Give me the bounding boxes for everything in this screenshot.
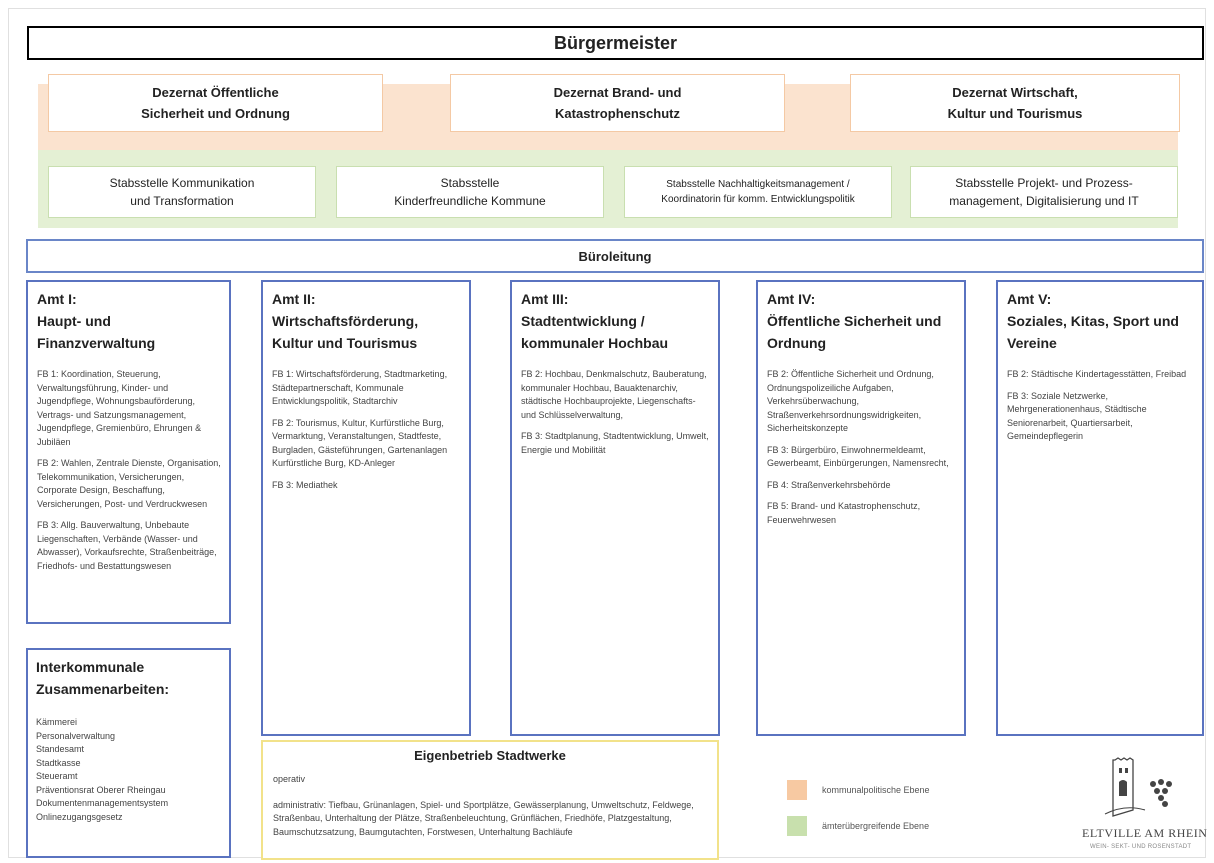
interkommunal-item: Steueramt [36, 771, 78, 781]
fb-text: FB 4: Straßenverkehrsbehörde [767, 479, 891, 490]
fb-text: FB 3: Soziale Netzwerke, Mehrgeneratione… [1007, 390, 1147, 442]
bueroleitung-label: Büroleitung [578, 248, 652, 264]
amt-5-box: Amt V: Soziales, Kitas, Sport und Verein… [996, 280, 1204, 736]
logo-name: ELTVILLE AM RHEIN [1082, 826, 1208, 840]
eltville-logo-icon [1095, 752, 1187, 820]
fb-text: FB 1: Wirtschaftsförderung, Stadtmarketi… [272, 369, 448, 406]
interkommunal-item: Onlinezugangsgesetz [36, 811, 123, 822]
legend-orange-label: kommunalpolitische Ebene [822, 785, 930, 795]
stabsstelle-nachhaltigkeit: Stabsstelle Nachhaltigkeitsmanagement / … [624, 166, 892, 218]
amt-title: Amt II: Wirtschaftsförderung, Kultur und… [272, 291, 419, 351]
amt-4-box: Amt IV: Öffentliche Sicherheit und Ordnu… [756, 280, 966, 736]
stabsstelle-projekt-prozess: Stabsstelle Projekt- und Prozess- manage… [910, 166, 1178, 218]
stabsstelle-label: Stabsstelle Kinderfreundliche Kommune [394, 176, 546, 208]
interkommunale-zusammenarbeit-box: Interkommunale Zusammenarbeiten: Kämmere… [26, 648, 231, 858]
fb-text: FB 2: Städtische Kindertagesstätten, Fre… [1007, 369, 1187, 379]
amt-title: Amt V: Soziales, Kitas, Sport und Verein… [1007, 291, 1179, 351]
fb-text: FB 3: Allg. Bauverwaltung, Unbebaute Lie… [37, 520, 217, 571]
dezernat-wirtschaft-kultur-tourismus: Dezernat Wirtschaft, Kultur und Tourismu… [850, 74, 1180, 132]
dezernat-brand-katastrophenschutz: Dezernat Brand- und Katastrophenschutz [450, 74, 785, 132]
amt-1-box: Amt I: Haupt- und Finanzverwaltung FB 1:… [26, 280, 231, 624]
fb-text: FB 3: Bürgerbüro, Einwohnermeldeamt, Gew… [767, 444, 949, 469]
legend-green-swatch [787, 816, 807, 836]
interkommunal-item: Kämmerei [36, 717, 78, 727]
dezernat-label: Dezernat Brand- und Katastrophenschutz [553, 85, 682, 121]
dezernat-sicherheit-ordnung: Dezernat Öffentliche Sicherheit und Ordn… [48, 74, 383, 132]
stabsstelle-label: Stabsstelle Kommunikation und Transforma… [109, 176, 255, 208]
stabsstelle-kinderfreundliche-kommune: Stabsstelle Kinderfreundliche Kommune [336, 166, 604, 218]
amt-2-box: Amt II: Wirtschaftsförderung, Kultur und… [261, 280, 471, 736]
buergermeister-box: Bürgermeister [27, 26, 1204, 60]
interkommunal-item: Stadtkasse [36, 757, 81, 768]
interkommunal-item: Personalverwaltung [36, 730, 116, 741]
fb-text: FB 5: Brand- und Katastrophenschutz, Feu… [767, 501, 921, 525]
interkommunal-title: Interkommunale Zusammenarbeiten: [36, 659, 170, 697]
eigenbetrieb-stadtwerke-box: Eigenbetrieb Stadtwerke operativ adminis… [261, 740, 719, 860]
interkommunal-item: Präventionsrat Oberer Rheingau [36, 784, 166, 795]
interkommunal-item: Standesamt [36, 744, 85, 754]
fb-text: FB 3: Mediathek [272, 479, 338, 490]
dezernat-label: Dezernat Öffentliche Sicherheit und Ordn… [141, 85, 290, 121]
stabsstelle-kommunikation: Stabsstelle Kommunikation und Transforma… [48, 166, 316, 218]
amt-3-box: Amt III: Stadtentwicklung / kommunaler H… [510, 280, 720, 736]
fb-text: FB 3: Stadtplanung, Stadtentwicklung, Um… [521, 431, 709, 455]
legend-orange-swatch [787, 780, 807, 800]
stadtwerke-administrativ: administrativ: Tiefbau, Grünanlagen, Spi… [273, 799, 694, 837]
fb-text: FB 1: Koordination, Steuerung, Verwaltun… [37, 369, 202, 447]
stabsstelle-label: Stabsstelle Nachhaltigkeitsmanagement / … [661, 179, 855, 205]
fb-text: FB 2: Hochbau, Denkmalschutz, Bauberatun… [521, 369, 707, 420]
amt-title: Amt III: Stadtentwicklung / kommunaler H… [521, 291, 669, 351]
fb-text: FB 2: Tourismus, Kultur, Kurfürstliche B… [272, 417, 448, 469]
stabsstelle-label: Stabsstelle Projekt- und Prozess- manage… [949, 176, 1139, 208]
dezernat-label: Dezernat Wirtschaft, Kultur und Tourismu… [947, 85, 1083, 121]
fb-text: FB 2: Wahlen, Zentrale Dienste, Organisa… [37, 458, 221, 509]
fb-text: FB 2: Öffentliche Sicherheit und Ordnung… [767, 369, 934, 433]
amt-title: Amt IV: Öffentliche Sicherheit und Ordnu… [767, 291, 942, 351]
buergermeister-label: Bürgermeister [553, 32, 678, 53]
legend-green-label: ämterübergreifende Ebene [822, 821, 930, 831]
bueroleitung-box: Büroleitung [26, 239, 1204, 273]
logo-tagline: WEIN- SEKT- UND ROSENSTADT [1090, 844, 1192, 850]
stadtwerke-operativ: operativ [273, 774, 306, 784]
stadtwerke-title: Eigenbetrieb Stadtwerke [414, 748, 566, 763]
amt-title: Amt I: Haupt- und Finanzverwaltung [37, 291, 156, 351]
interkommunal-item: Dokumentenmanagementsystem [36, 798, 169, 808]
